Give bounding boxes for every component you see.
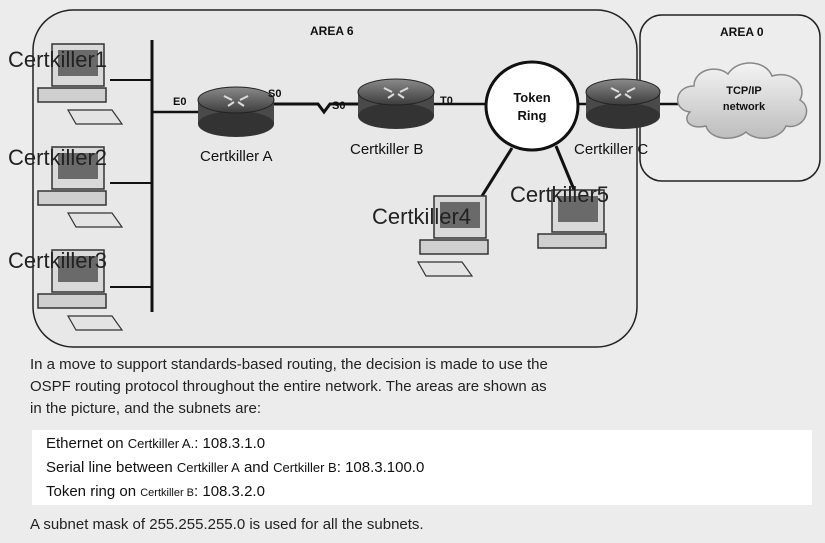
iface-label-b-t0: T0 — [440, 95, 453, 107]
subnet1-prefix: Ethernet on — [46, 435, 128, 452]
subnet1-value: : 108.3.1.0 — [194, 435, 266, 452]
intro-line-3: in the picture, and the subnets are: — [30, 400, 261, 417]
host3-workstation-icon — [37, 249, 124, 331]
host1-workstation-icon — [37, 43, 124, 125]
subnet2-device-a: Certkiller A — [176, 460, 240, 475]
subnet-item-serial: Serial line between Certkiller A and Cer… — [46, 459, 424, 476]
host4-label: Certkiller4 — [372, 204, 471, 229]
description-panel: In a move to support standards-based rou… — [26, 350, 816, 543]
subnet3-value: : 108.3.2.0 — [194, 483, 265, 500]
router-b-icon — [357, 78, 435, 129]
host5-label: Certkiller5 — [510, 182, 609, 207]
subnet3-prefix: Token ring on — [46, 483, 141, 500]
router-b-label: Certkiller B — [350, 141, 423, 158]
router-a-icon — [197, 86, 275, 137]
iface-label-a-e0: E0 — [173, 96, 186, 108]
intro-line-1: In a move to support standards-based rou… — [30, 356, 548, 373]
subnet-item-tokenring: Token ring on Certkiller B: 108.3.2.0 — [46, 483, 265, 500]
subnet2-value: : 108.3.100.0 — [336, 459, 425, 476]
subnet-mask-note: A subnet mask of 255.255.255.0 is used f… — [30, 516, 424, 533]
host2-workstation-icon — [37, 146, 124, 228]
router-c-icon — [585, 78, 661, 129]
host3-label: Certkiller3 — [8, 248, 107, 273]
subnet-list: Ethernet on Certkiller A.: 108.3.1.0 Ser… — [32, 430, 812, 505]
host5-link — [554, 145, 577, 193]
host1-label: Certkiller1 — [8, 47, 107, 72]
area0-label: AREA 0 — [720, 25, 764, 39]
area6-label: AREA 6 — [310, 24, 354, 38]
cloud-label-line1: TCP/IP — [726, 85, 761, 97]
router-a-label: Certkiller A — [200, 148, 273, 165]
token-ring — [484, 60, 580, 152]
host5-workstation-icon — [537, 189, 607, 249]
network-topology-diagram: AREA 6 AREA 0 Token Ring — [8, 9, 821, 348]
subnet1-device: Certkiller A. — [127, 436, 195, 451]
intro-paragraph: In a move to support standards-based rou… — [30, 354, 805, 420]
host4-workstation-icon — [416, 195, 489, 277]
iface-label-a-s0: S0 — [268, 88, 281, 100]
subnet2-device-b: Certkiller B — [273, 460, 337, 475]
router-c-label: Certkiller C — [574, 141, 648, 158]
cloud-label-line2: network — [723, 101, 766, 113]
subnet2-prefix: Serial line between — [46, 459, 177, 476]
token-ring-label-line1: Token — [513, 90, 550, 105]
token-ring-label-line2: Ring — [518, 108, 547, 123]
intro-line-2: OSPF routing protocol throughout the ent… — [30, 378, 547, 395]
subnet-item-ethernet: Ethernet on Certkiller A.: 108.3.1.0 — [46, 435, 265, 452]
host2-label: Certkiller2 — [8, 145, 107, 170]
serial-link — [274, 102, 358, 115]
iface-label-b-s0: S0 — [332, 100, 345, 112]
subnet3-device: Certkiller B — [140, 487, 195, 499]
tcpip-cloud-icon — [677, 62, 808, 139]
host4-link — [480, 147, 514, 197]
area6-boundary — [32, 9, 638, 348]
subnet2-mid: and — [239, 459, 274, 476]
